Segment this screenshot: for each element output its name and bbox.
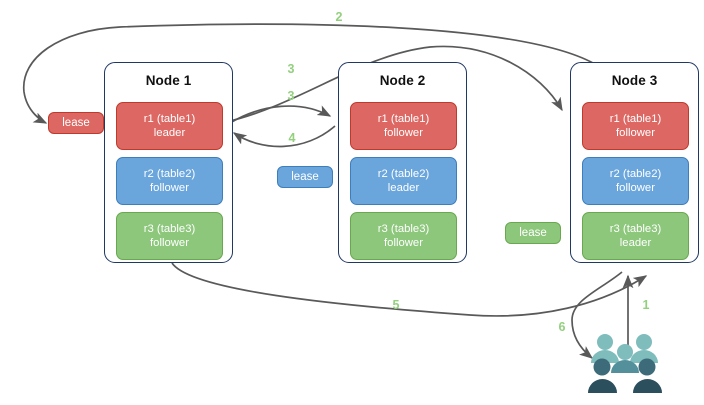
replica-node3-r1[interactable]: r1 (table1) follower	[582, 102, 689, 150]
replica-role: follower	[150, 237, 189, 249]
replica-role: follower	[150, 182, 189, 194]
node-title-1: Node 1	[145, 73, 192, 88]
replica-name: r1 (table1)	[609, 113, 662, 125]
step-label-3-lower: 3	[287, 89, 295, 103]
replica-name: r2 (table2)	[609, 168, 662, 180]
arrow-step-3-node2	[229, 105, 332, 124]
replica-node2-r1[interactable]: r1 (table1) follower	[350, 102, 457, 150]
step-label-6: 6	[558, 320, 566, 334]
replica-role: leader	[387, 182, 420, 194]
replica-node3-r3[interactable]: r3 (table3) leader	[582, 212, 689, 260]
replica-node1-r2[interactable]: r2 (table2) follower	[116, 157, 223, 205]
replica-node1-r1[interactable]: r1 (table1) leader	[116, 102, 223, 150]
replica-node2-r2[interactable]: r2 (table2) leader	[350, 157, 457, 205]
replica-name: r3 (table3)	[377, 223, 430, 235]
replica-role: follower	[616, 127, 655, 139]
step-label-2: 2	[335, 10, 343, 24]
node-container-2[interactable]: Node 2 r1 (table1) follower r2 (table2) …	[338, 62, 467, 263]
replica-name: r2 (table2)	[143, 168, 196, 180]
replica-node1-r3[interactable]: r3 (table3) follower	[116, 212, 223, 260]
replica-node2-r3[interactable]: r3 (table3) follower	[350, 212, 457, 260]
replica-name: r1 (table1)	[377, 113, 430, 125]
replica-role: leader	[619, 237, 652, 249]
node-title-3: Node 3	[611, 73, 658, 88]
replica-role: follower	[616, 182, 655, 194]
replica-name: r3 (table3)	[609, 223, 662, 235]
replica-name: r1 (table1)	[143, 113, 196, 125]
lease-badge-red[interactable]: lease	[48, 112, 104, 134]
step-label-4: 4	[288, 131, 296, 145]
replica-name: r3 (table3)	[143, 223, 196, 235]
lease-badge-blue[interactable]: lease	[277, 166, 333, 188]
arrow-step-5	[171, 262, 648, 317]
step-label-1: 1	[642, 298, 650, 312]
users-icon	[588, 334, 662, 393]
step-label-5: 5	[392, 298, 400, 312]
replica-role: leader	[153, 127, 186, 139]
node-container-1[interactable]: Node 1 r1 (table1) leader r2 (table2) fo…	[104, 62, 233, 263]
replica-name: r2 (table2)	[377, 168, 430, 180]
node-container-3[interactable]: Node 3 r1 (table1) follower r2 (table2) …	[570, 62, 699, 263]
step-label-3-upper: 3	[287, 62, 295, 76]
replica-node3-r2[interactable]: r2 (table2) follower	[582, 157, 689, 205]
replica-role: follower	[384, 127, 423, 139]
node-title-2: Node 2	[379, 73, 426, 88]
replica-role: follower	[384, 237, 423, 249]
lease-badge-green[interactable]: lease	[505, 222, 561, 244]
